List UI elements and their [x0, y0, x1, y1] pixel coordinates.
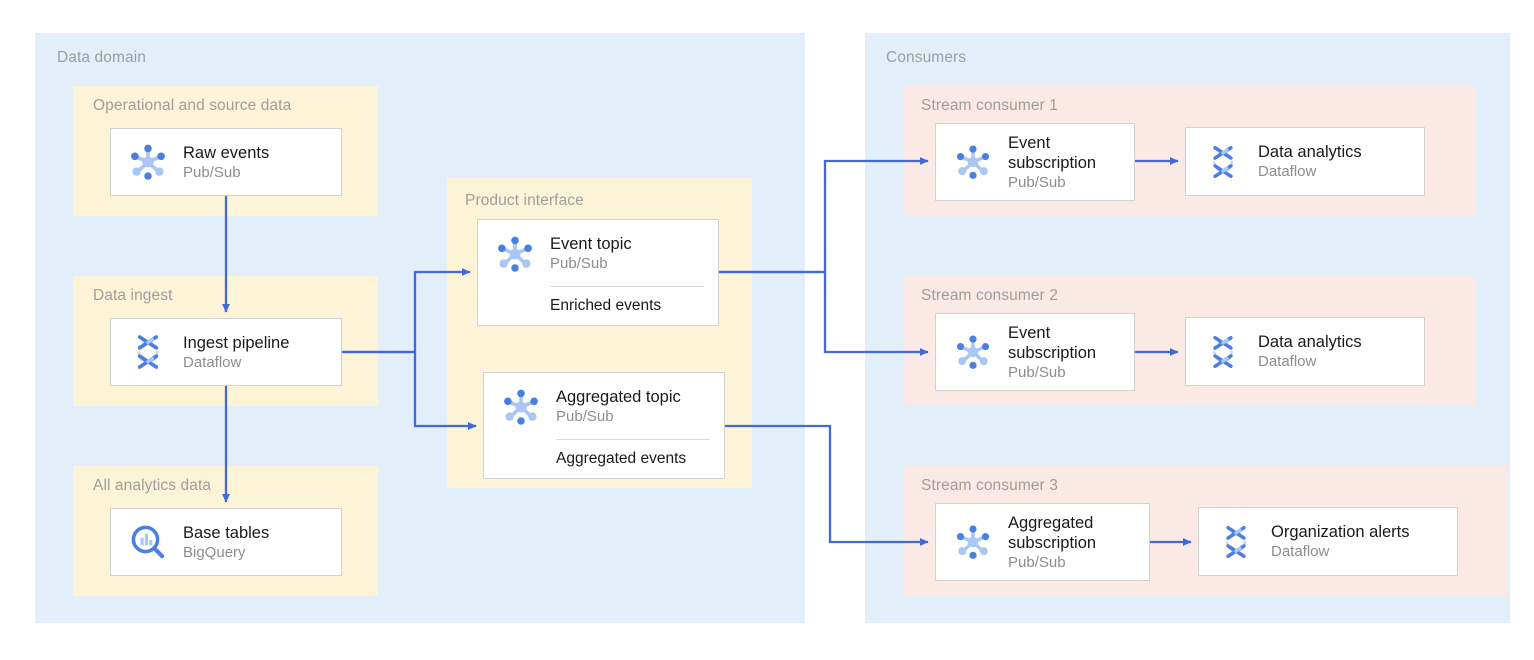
- card-subtitle: Pub/Sub: [1008, 553, 1066, 571]
- card-event-topic[interactable]: Event topic Pub/Sub Enriched events: [477, 219, 719, 326]
- card-divider: [550, 285, 704, 287]
- card-sc1-event-subscription-text: Event subscription Pub/Sub: [1008, 133, 1096, 192]
- panel-data-domain-title: Data domain: [57, 49, 146, 66]
- card-subtitle: Pub/Sub: [1008, 363, 1066, 381]
- pubsub-icon: [950, 139, 996, 185]
- pubsub-icon: [125, 139, 171, 185]
- card-sc2-data-analytics-main: Data analytics Dataflow: [1186, 329, 1424, 375]
- card-subtitle: BigQuery: [183, 543, 246, 561]
- card-raw-events[interactable]: Raw events Pub/Sub: [110, 128, 342, 196]
- card-sc3-aggregated-subscription[interactable]: Aggregated subscription Pub/Sub: [935, 503, 1150, 581]
- card-title: Aggregated topic: [556, 388, 681, 406]
- group-stream-consumer-3-title: Stream consumer 3: [921, 477, 1058, 494]
- panel-product-interface-title: Product interface: [465, 192, 584, 209]
- card-base-tables[interactable]: Base tables BigQuery: [110, 508, 342, 576]
- card-sc1-event-subscription-main: Event subscription Pub/Sub: [936, 133, 1134, 192]
- pubsub-icon: [950, 329, 996, 375]
- card-title: Data analytics: [1258, 143, 1362, 161]
- card-aggregated-topic-footer-area: Aggregated events: [484, 430, 724, 468]
- card-base-tables-text: Base tables BigQuery: [183, 523, 269, 562]
- card-subtitle: Dataflow: [1258, 163, 1317, 180]
- card-footer-label: Enriched events: [550, 296, 662, 314]
- card-event-topic-text: Event topic Pub/Sub: [550, 234, 632, 273]
- card-subtitle: Pub/Sub: [556, 408, 614, 425]
- card-sc2-event-subscription[interactable]: Event subscription Pub/Sub: [935, 313, 1135, 391]
- card-title: Ingest pipeline: [183, 333, 290, 352]
- card-aggregated-topic-text: Aggregated topic Pub/Sub: [556, 387, 681, 426]
- card-sc2-data-analytics[interactable]: Data analytics Dataflow: [1185, 317, 1425, 386]
- card-sc1-data-analytics-main: Data analytics Dataflow: [1186, 139, 1424, 185]
- card-sc1-data-analytics-text: Data analytics Dataflow: [1258, 142, 1362, 181]
- pubsub-icon: [498, 384, 544, 430]
- card-base-tables-main: Base tables BigQuery: [111, 519, 341, 565]
- card-sc2-event-subscription-main: Event subscription Pub/Sub: [936, 323, 1134, 382]
- card-divider: [556, 438, 710, 440]
- group-stream-consumer-1-title: Stream consumer 1: [921, 97, 1058, 114]
- card-sc1-data-analytics[interactable]: Data analytics Dataflow: [1185, 127, 1425, 196]
- group-operational-source-data-title: Operational and source data: [93, 97, 292, 114]
- card-footer-label: Aggregated events: [556, 449, 687, 467]
- dataflow-icon: [1200, 329, 1246, 375]
- card-sc2-data-analytics-text: Data analytics Dataflow: [1258, 332, 1362, 371]
- card-subtitle: Pub/Sub: [183, 163, 241, 181]
- card-subtitle: Pub/Sub: [550, 255, 608, 272]
- card-title: Event subscription: [1008, 323, 1097, 362]
- card-aggregated-topic-main: Aggregated topic Pub/Sub: [484, 384, 724, 430]
- group-all-analytics-data-title: All analytics data: [93, 477, 212, 494]
- card-title: Aggregated subscription: [1008, 513, 1097, 552]
- card-subtitle: Dataflow: [1271, 543, 1330, 560]
- card-title: Raw events: [183, 143, 270, 162]
- card-ingest-pipeline[interactable]: Ingest pipeline Dataflow: [110, 318, 342, 386]
- card-sc3-organization-alerts-text: Organization alerts Dataflow: [1271, 522, 1410, 561]
- pubsub-icon: [950, 519, 996, 565]
- card-title: Base tables: [183, 523, 270, 542]
- card-subtitle: Dataflow: [183, 353, 242, 371]
- dataflow-icon: [1213, 519, 1259, 565]
- card-ingest-pipeline-text: Ingest pipeline Dataflow: [183, 333, 289, 372]
- card-ingest-pipeline-main: Ingest pipeline Dataflow: [111, 329, 341, 375]
- card-event-topic-footer-area: Enriched events: [478, 277, 718, 315]
- panel-consumers-title: Consumers: [886, 49, 967, 66]
- pubsub-icon: [492, 231, 538, 277]
- card-raw-events-main: Raw events Pub/Sub: [111, 139, 341, 185]
- card-aggregated-topic[interactable]: Aggregated topic Pub/Sub Aggregated even…: [483, 372, 725, 479]
- group-data-ingest-title: Data ingest: [93, 287, 173, 304]
- card-sc3-aggregated-subscription-main: Aggregated subscription Pub/Sub: [936, 513, 1149, 572]
- card-subtitle: Pub/Sub: [1008, 173, 1066, 191]
- card-sc2-event-subscription-text: Event subscription Pub/Sub: [1008, 323, 1096, 382]
- card-subtitle: Dataflow: [1258, 353, 1317, 370]
- bigquery-icon: [125, 519, 171, 565]
- card-sc1-event-subscription[interactable]: Event subscription Pub/Sub: [935, 123, 1135, 201]
- card-event-topic-main: Event topic Pub/Sub: [478, 231, 718, 277]
- card-sc3-aggregated-subscription-text: Aggregated subscription Pub/Sub: [1008, 513, 1096, 572]
- dataflow-icon: [125, 329, 171, 375]
- group-stream-consumer-2-title: Stream consumer 2: [921, 287, 1058, 304]
- dataflow-icon: [1200, 139, 1246, 185]
- card-sc3-organization-alerts-main: Organization alerts Dataflow: [1199, 519, 1457, 565]
- card-title: Data analytics: [1258, 333, 1362, 351]
- card-title: Event subscription: [1008, 133, 1097, 172]
- card-raw-events-text: Raw events Pub/Sub: [183, 143, 269, 182]
- card-title: Event topic: [550, 235, 632, 253]
- card-sc3-organization-alerts[interactable]: Organization alerts Dataflow: [1198, 507, 1458, 576]
- card-title: Organization alerts: [1271, 523, 1410, 541]
